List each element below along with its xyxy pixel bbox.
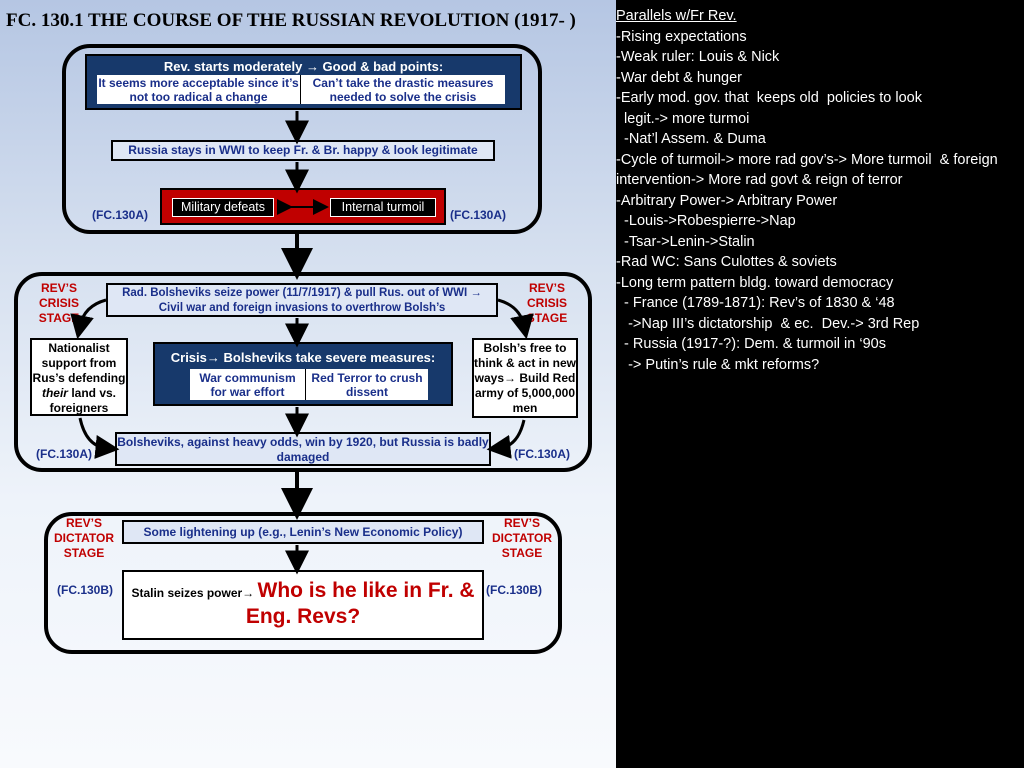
- notes-line: -Louis->Robespierre->Nap: [616, 213, 796, 229]
- bad-point: Can’t take the drastic measures needed t…: [301, 75, 505, 104]
- notes-line: -Nat’l Assem. & Duma: [616, 131, 766, 147]
- notes-line: -Early mod. gov. that keeps old policies…: [616, 90, 922, 106]
- notes-line: -Arbitrary Power-> Arbitrary Power: [616, 192, 838, 209]
- red-terror: Red Terror to crush dissent: [306, 369, 428, 400]
- good-point: It seems more acceptable since it’s not …: [97, 75, 301, 104]
- notes-line: - France (1789-1871): Rev’s of 1830 & ‘4…: [616, 295, 895, 311]
- nationalist-text-end: land vs. foreigners: [49, 386, 117, 415]
- moderate-stage-header: Rev. starts moderately → Good & bad poin…: [163, 59, 444, 74]
- crisis-measures-box: Crisis→ Bolsheviks take severe measures:…: [153, 342, 453, 406]
- notes-line: -War debt & hunger: [616, 69, 742, 86]
- stalin-box: Stalin seizes power→ Who is he like in F…: [122, 570, 484, 640]
- moderate-stage-box: Rev. starts moderately → Good & bad poin…: [85, 54, 522, 110]
- lightening-box: Some lightening up (e.g., Lenin’s New Ec…: [122, 520, 484, 544]
- notes-heading: Parallels w/Fr Rev.: [616, 8, 737, 24]
- curved-arrow-to-free: [497, 298, 534, 340]
- question-text: Who is he like in Fr. & Eng. Revs?: [245, 579, 475, 628]
- fc-ref: (FC.130A): [450, 208, 507, 222]
- notes-line: - Russia (1917-?): Dem. & turmoil in ‘90…: [616, 336, 886, 352]
- dictator-stage-label: REV’S DICTATOR STAGE: [492, 516, 552, 560]
- war-communism: War communism for war effort: [190, 369, 306, 400]
- military-defeats: Military defeats: [172, 198, 274, 217]
- fc-ref: (FC.130A): [514, 447, 571, 461]
- notes-line: -Weak ruler: Louis & Nick: [616, 49, 780, 65]
- flow-arrows: [70, 111, 534, 575]
- parallels-notes: Parallels w/Fr Rev. -Rising expectations…: [616, 6, 1022, 375]
- page-title: FC. 130.1 THE COURSE OF THE RUSSIAN REVO…: [6, 10, 576, 31]
- notes-line: -Rising expectations: [616, 28, 747, 45]
- crisis-stage-label: REV’S CRISIS STAGE: [38, 281, 80, 325]
- notes-line: ->Nap III’s dictatorship & ec. Dev.-> 3r…: [616, 315, 920, 332]
- curved-arrow-from-free: [486, 419, 526, 459]
- notes-line: -Cycle of turmoil-> more rad gov’s-> Mor…: [616, 151, 1002, 189]
- fc-ref: (FC.130A): [92, 208, 149, 222]
- fc-ref: (FC.130B): [486, 583, 543, 597]
- notes-line: -Rad WC: Sans Culottes & soviets: [616, 254, 837, 270]
- notes-line: -> Putin’s rule & mkt reforms?: [616, 356, 820, 373]
- crisis-stage-label: REV’S CRISIS STAGE: [526, 281, 568, 325]
- curved-arrow-to-nationalist: [70, 298, 107, 340]
- defeats-turmoil-box: Military defeats Internal turmoil: [160, 188, 446, 225]
- moderate-stage-panel: [62, 44, 542, 234]
- notes-line: legit.-> more turmoi: [616, 110, 750, 127]
- wwi-box: Russia stays in WWI to keep Fr. & Br. ha…: [111, 140, 495, 161]
- internal-turmoil: Internal turmoil: [330, 198, 436, 217]
- bolsheviks-seize-box: Rad. Bolsheviks seize power (11/7/1917) …: [106, 283, 498, 317]
- bolsheviks-win-box: Bolsheviks, against heavy odds, win by 1…: [115, 432, 491, 466]
- fc-ref: (FC.130A): [36, 447, 93, 461]
- notes-line: -Tsar->Lenin->Stalin: [616, 233, 755, 250]
- bolsheviks-free-box: Bolsh’s free to think & act in new ways→…: [472, 338, 578, 418]
- nationalist-support-box: Nationalist support from Rus’s defending…: [30, 338, 128, 416]
- curved-arrow-from-nationalist: [78, 417, 120, 459]
- notes-area: [616, 0, 1024, 768]
- nationalist-text: Nationalist support from Rus’s defending: [32, 341, 126, 385]
- fc-ref: (FC.130B): [57, 583, 114, 597]
- crisis-measures-header: Crisis→ Bolsheviks take severe measures:: [170, 350, 436, 365]
- notes-line: -Long term pattern bldg. toward democrac…: [616, 274, 894, 291]
- nationalist-emphasis: their: [41, 386, 68, 400]
- stalin-text: Stalin seizes power→: [131, 586, 258, 600]
- dictator-stage-label: REV’S DICTATOR STAGE: [54, 516, 114, 560]
